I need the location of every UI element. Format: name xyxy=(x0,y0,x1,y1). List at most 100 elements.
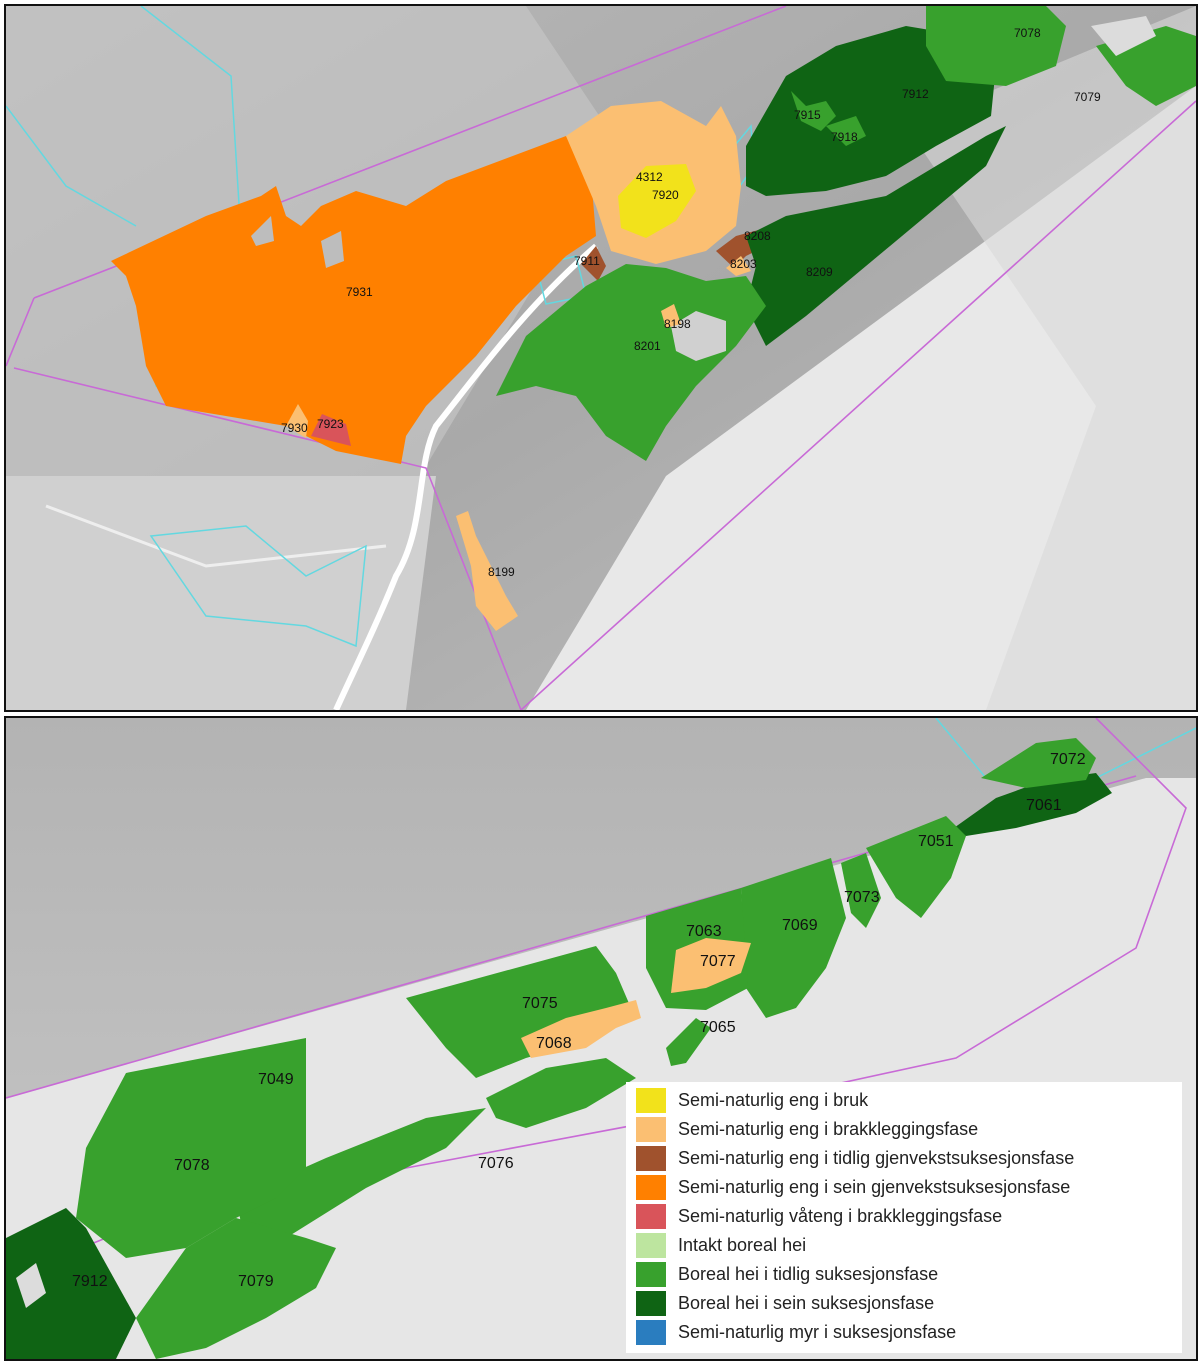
label-7061: 7061 xyxy=(1026,797,1062,814)
label-7075: 7075 xyxy=(522,995,558,1012)
label-7078: 7078 xyxy=(1014,26,1041,40)
label-7079: 7079 xyxy=(1074,90,1101,104)
legend-item: Semi-naturlig myr i suksesjonsfase xyxy=(636,1318,1172,1347)
polygon-7068[interactable] xyxy=(521,1000,641,1058)
polygon-8209[interactable] xyxy=(746,126,1006,346)
label-7072: 7072 xyxy=(1050,751,1086,768)
legend-label: Semi-naturlig myr i suksesjonsfase xyxy=(678,1322,957,1342)
polygon-7912-bottom[interactable] xyxy=(6,1208,136,1359)
legend-item: Semi-naturlig eng i bruk xyxy=(636,1086,1172,1115)
polygon-7915[interactable] xyxy=(791,91,836,131)
label-7077: 7077 xyxy=(700,953,736,970)
label-7076: 7076 xyxy=(478,1155,514,1172)
polygon-7073[interactable] xyxy=(841,853,881,928)
polygon-7079-gap xyxy=(1091,16,1156,56)
map-panel-bottom[interactable]: 7072 7061 7051 7073 7063 7069 7077 7075 … xyxy=(4,716,1198,1361)
legend-item: Semi-naturlig eng i brakkleggingsfase xyxy=(636,1115,1172,1144)
label-7915: 7915 xyxy=(794,108,821,122)
label-7930: 7930 xyxy=(281,421,308,435)
polygon-7061[interactable] xyxy=(951,773,1112,836)
label-7069: 7069 xyxy=(782,917,818,934)
polygon-7078[interactable] xyxy=(926,6,1066,86)
polygon-7931[interactable] xyxy=(111,136,596,464)
polygon-7912[interactable] xyxy=(746,26,996,196)
polygon-7931-hole-1 xyxy=(251,216,274,246)
label-8203: 8203 xyxy=(730,257,757,271)
study-boundary-lower xyxy=(520,100,1196,710)
polygon-7079-bottom[interactable] xyxy=(136,1218,336,1359)
legend-swatch xyxy=(636,1320,666,1345)
legend-swatch xyxy=(636,1088,666,1113)
label-7049: 7049 xyxy=(258,1071,294,1088)
legend-label: Boreal hei i tidlig suksesjonsfase xyxy=(678,1264,939,1284)
label-7923: 7923 xyxy=(317,417,344,431)
label-8208: 8208 xyxy=(744,229,771,243)
label-7079-bottom: 7079 xyxy=(238,1273,274,1290)
legend-item: Intakt boreal hei xyxy=(636,1231,1172,1260)
polygon-7923[interactable] xyxy=(311,414,351,446)
polygon-7931-hole-2 xyxy=(321,231,344,268)
polygon-7078-bottom[interactable] xyxy=(76,1038,306,1258)
label-7912-bottom: 7912 xyxy=(72,1273,108,1290)
label-7073: 7073 xyxy=(844,889,880,906)
label-7931: 7931 xyxy=(346,285,373,299)
legend-label: Semi-naturlig eng i sein gjenvekstsukses… xyxy=(678,1177,1071,1197)
cyan-boundary-2 xyxy=(6,105,137,227)
polygon-7075[interactable] xyxy=(406,946,631,1078)
polygon-7920[interactable] xyxy=(618,164,696,238)
polygon-8203[interactable] xyxy=(726,256,751,276)
road xyxy=(45,504,387,568)
polygon-7051[interactable] xyxy=(866,816,966,918)
legend-label: Semi-naturlig eng i tidlig gjenvekstsuks… xyxy=(678,1148,1075,1168)
label-7063: 7063 xyxy=(686,923,722,940)
polygon-7077[interactable] xyxy=(671,938,751,993)
label-8209: 8209 xyxy=(806,265,833,279)
label-7051: 7051 xyxy=(918,833,954,850)
legend-item: Semi-naturlig eng i tidlig gjenvekstsuks… xyxy=(636,1144,1172,1173)
legend-swatch xyxy=(636,1233,666,1258)
polygon-7069[interactable] xyxy=(741,858,846,1018)
label-7911: 7911 xyxy=(574,254,600,268)
label-7918: 7918 xyxy=(831,130,858,144)
polygon-8199[interactable] xyxy=(456,511,518,631)
legend-swatch xyxy=(636,1175,666,1200)
legend-label: Boreal hei i sein suksesjonsfase xyxy=(678,1293,935,1313)
map-top-svg: 7078 7079 7912 7915 7918 4312 7920 8208 … xyxy=(6,6,1196,710)
legend-item: Semi-naturlig eng i sein gjenvekstsukses… xyxy=(636,1173,1172,1202)
legend-item: Boreal hei i sein suksesjonsfase xyxy=(636,1289,1172,1318)
river xyxy=(333,243,598,710)
map-panel-top[interactable]: 7078 7079 7912 7915 7918 4312 7920 8208 … xyxy=(4,4,1198,712)
polygon-8198[interactable] xyxy=(661,304,681,328)
legend-swatch xyxy=(636,1204,666,1229)
label-8201: 8201 xyxy=(634,339,661,353)
polygon-7065[interactable] xyxy=(666,1018,711,1066)
legend-swatch xyxy=(636,1262,666,1287)
legend-label: Semi-naturlig eng i brakkleggingsfase xyxy=(678,1119,979,1139)
label-7912: 7912 xyxy=(902,87,929,101)
polygon-7076-strip[interactable] xyxy=(236,1108,486,1248)
valley-floor xyxy=(6,476,436,710)
polygon-7930[interactable] xyxy=(286,404,308,438)
slope-shade xyxy=(906,6,1196,710)
legend-label: Semi-naturlig eng i bruk xyxy=(678,1090,869,1110)
label-7078-bottom: 7078 xyxy=(174,1157,210,1174)
label-4312: 4312 xyxy=(636,170,663,184)
legend-swatch xyxy=(636,1146,666,1171)
legend-item: Semi-naturlig våteng i brakkleggingsfase xyxy=(636,1202,1172,1231)
map-legend: Semi-naturlig eng i bruk Semi-naturlig e… xyxy=(626,1082,1182,1353)
cyan-boundary-3 xyxy=(149,525,367,648)
label-7068: 7068 xyxy=(536,1035,572,1052)
legend-swatch xyxy=(636,1291,666,1316)
label-7920: 7920 xyxy=(652,188,679,202)
legend-label: Intakt boreal hei xyxy=(678,1235,807,1255)
polygon-7918[interactable] xyxy=(826,116,866,146)
polygon-7912-hole xyxy=(16,1263,46,1308)
label-8199: 8199 xyxy=(488,565,515,579)
label-8198: 8198 xyxy=(664,317,691,331)
polygon-7911[interactable] xyxy=(581,246,606,281)
study-boundary-left xyxy=(6,297,522,710)
legend-label: Semi-naturlig våteng i brakkleggingsfase xyxy=(678,1206,1003,1226)
legend-swatch xyxy=(636,1117,666,1142)
polygon-7076[interactable] xyxy=(486,1058,636,1128)
polygon-7072[interactable] xyxy=(981,738,1096,788)
